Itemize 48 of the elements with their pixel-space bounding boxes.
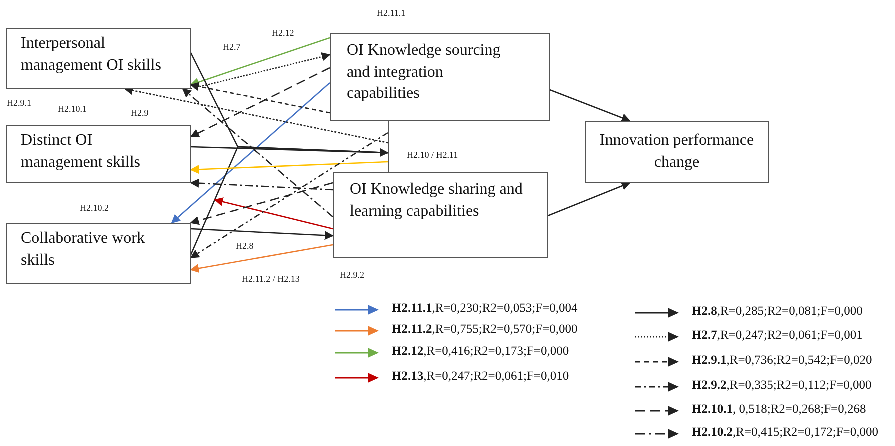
legend-text: H2.11.2,R=0,755;R2=0,570;F=0,000: [392, 322, 578, 337]
arrow: [550, 89, 631, 122]
node-label: OI Knowledge sharing and learning capabilities: [350, 180, 523, 222]
construct-box: [333, 172, 548, 258]
arrow: [214, 198, 334, 230]
node-label: Distinct OI management skills: [21, 131, 142, 173]
hypothesis-label: H2.11.2 / H2.13: [242, 274, 300, 284]
arrow: [182, 88, 334, 218]
construct-box: [585, 121, 769, 183]
legend-text: H2.7,R=0,247;R2=0,061;F=0,001: [692, 328, 863, 343]
arrow: [190, 52, 331, 90]
legend-text: H2.13,R=0,247;R2=0,061;F=0,010: [392, 369, 570, 384]
construct-box: [330, 33, 550, 121]
legend-text: H2.9.2,R=0,335;R2=0,112;F=0,000: [692, 378, 872, 393]
arrow: [190, 178, 334, 191]
construct-box: [6, 28, 191, 89]
node-label: Interpersonal management OI skills: [21, 34, 162, 76]
arrow: [548, 182, 631, 217]
hypothesis-label: H2.9: [131, 108, 149, 118]
hypothesis-label: H2.9.2: [340, 270, 364, 280]
legend-text: H2.12,R=0,416;R2=0,173;F=0,000: [392, 344, 570, 359]
construct-box: [6, 223, 191, 284]
node-label: H2.10 / H2.11: [407, 149, 460, 162]
arrow: [190, 228, 334, 240]
hypothesis-label: H2.7: [223, 42, 241, 52]
hypothesis-label: H2.10.1: [58, 104, 87, 114]
arrow: [190, 161, 388, 174]
hypothesis-label: H2.10.2: [80, 203, 109, 213]
construct-box: [6, 125, 191, 183]
hypothesis-label: H2.8: [236, 241, 254, 251]
hypothesis-label: H2.9.1: [7, 98, 32, 108]
legend-text: H2.8,R=0,285;R2=0,081;F=0,000: [692, 304, 863, 319]
node-label: Innovation performance change: [598, 131, 756, 173]
hypothesis-label: H2.11.1: [377, 8, 406, 18]
legend-text: H2.11.1,R=0,230;R2=0,053;F=0,004: [392, 301, 578, 316]
legend-text: H2.9.1,R=0,736;R2=0,542;F=0,020: [692, 353, 872, 368]
arrow: [190, 37, 330, 87]
legend-text: H2.10.2,R=0,415;R2=0,172;F=0,000: [692, 425, 878, 440]
arrow: [190, 146, 389, 158]
arrow: [171, 82, 330, 224]
arrow: [190, 182, 334, 226]
arrow: [190, 67, 330, 138]
hypothesis-label: H2.12: [272, 28, 294, 38]
arrow: [190, 82, 330, 114]
node-label: OI Knowledge sourcing and integration capabilities: [347, 41, 502, 104]
node-label: Collaborative work skills: [21, 229, 146, 271]
arrow: [190, 244, 334, 274]
legend-text: H2.10.1, 0,518;R2=0,268;F=0,268: [692, 402, 866, 417]
